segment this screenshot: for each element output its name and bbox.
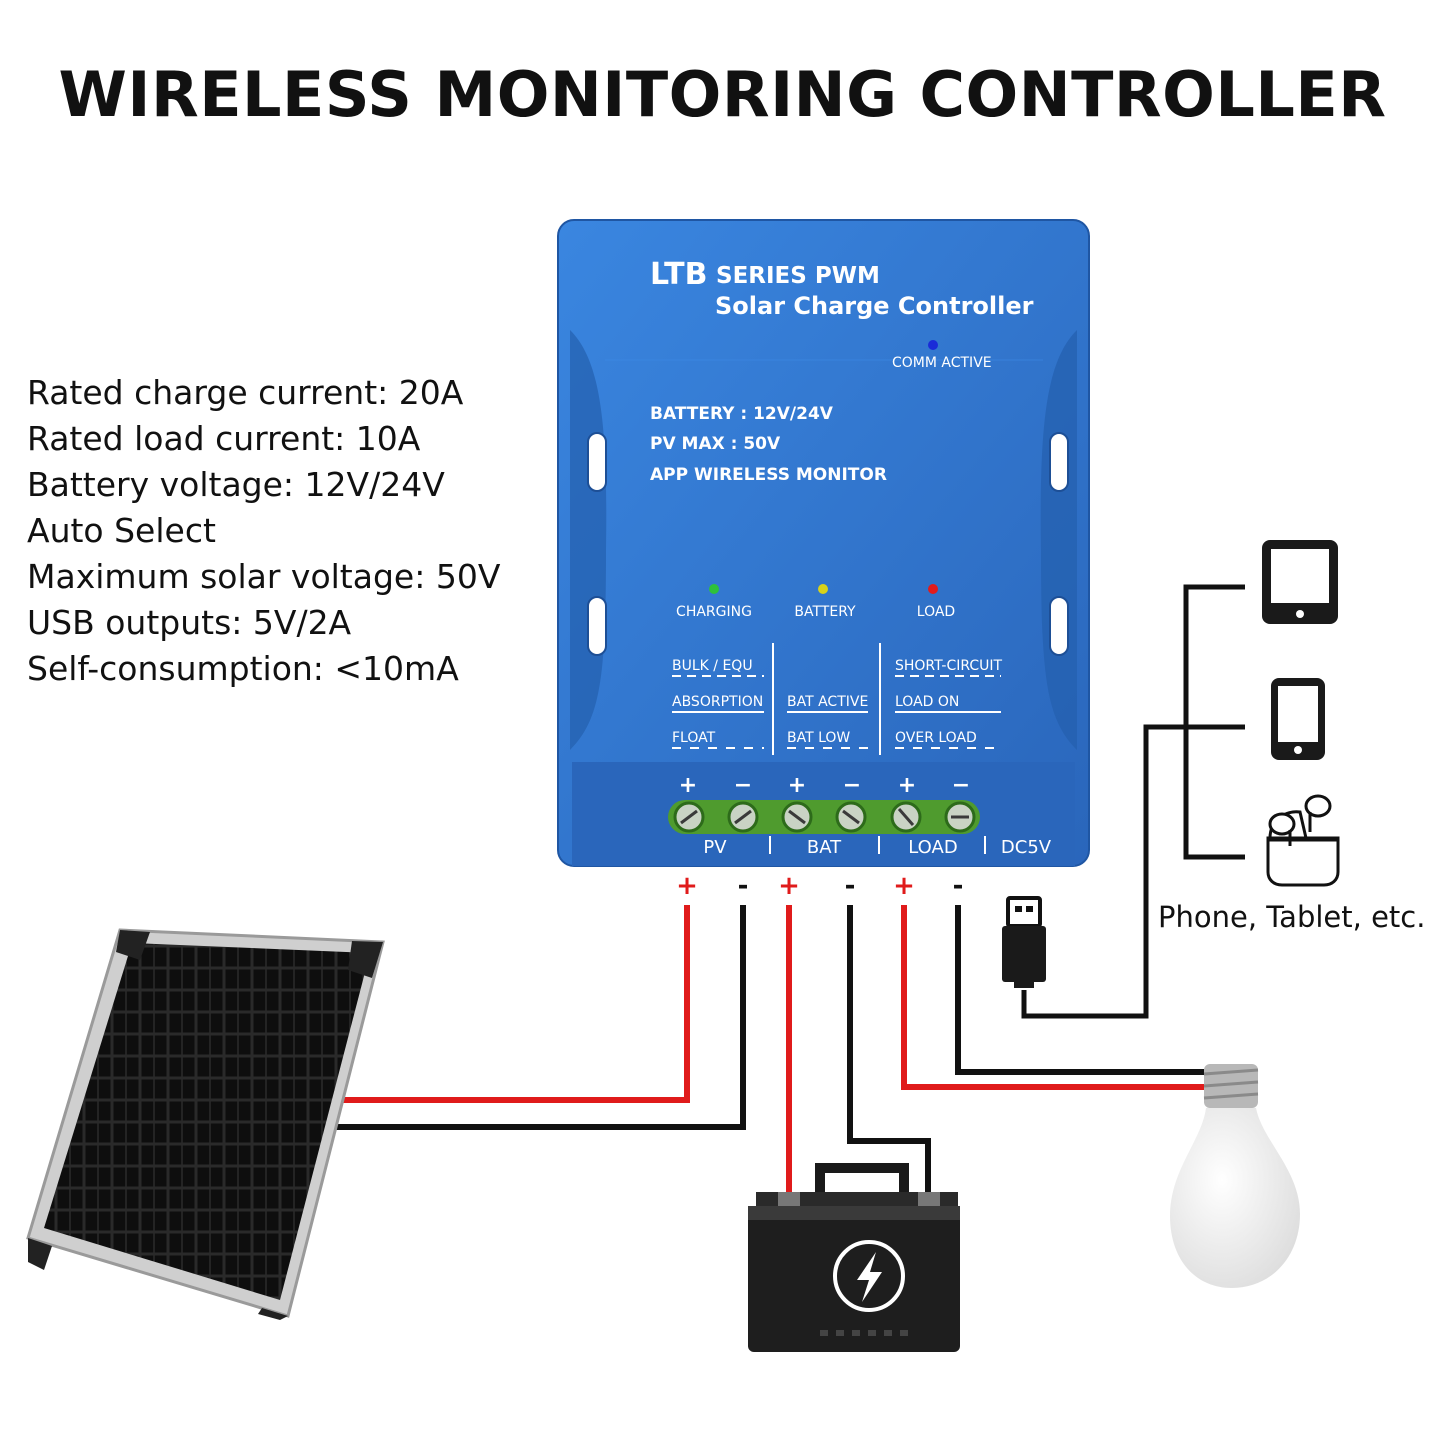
wires	[330, 584, 1245, 1205]
wire-sign: -	[738, 871, 749, 901]
terminal-screws	[673, 801, 976, 833]
terminal-sign: −	[952, 773, 970, 798]
terminal-group-label: LOAD	[908, 837, 957, 858]
phone-icon	[1271, 678, 1325, 760]
wire-sign: -	[953, 871, 964, 901]
spec-item: Battery voltage: 12V/24V	[27, 465, 445, 504]
controller-brand: LTB	[650, 257, 707, 292]
info-line: BATTERY : 12V/24V	[650, 404, 834, 424]
charge-controller: LTB SERIES PWM Solar Charge Controller C…	[557, 219, 1090, 867]
controller-series: SERIES PWM	[716, 263, 880, 289]
indicator-label: CHARGING	[676, 604, 752, 620]
terminal-sign: −	[843, 773, 861, 798]
status-label: BULK / EQU	[672, 658, 753, 674]
comm-label: COMM ACTIVE	[892, 355, 992, 371]
spec-item: Rated charge current: 20A	[27, 373, 464, 412]
screw-icon	[944, 801, 976, 833]
usb-branch	[1183, 584, 1245, 860]
status-label: BAT ACTIVE	[787, 694, 868, 710]
wire-sign: -	[845, 871, 856, 901]
wire-sign: +	[778, 871, 800, 901]
light-bulb-icon	[1170, 1064, 1300, 1288]
screw-icon	[835, 801, 867, 833]
screw-icon	[781, 801, 813, 833]
mounting-slot	[1049, 596, 1069, 656]
battery-negative-wire	[847, 905, 931, 1195]
status-label: FLOAT	[672, 730, 716, 746]
screw-icon	[727, 801, 759, 833]
tablet-icon	[1262, 540, 1338, 624]
status-label: SHORT-CIRCUIT	[895, 658, 1003, 674]
earbuds-case-icon	[1266, 794, 1340, 887]
spec-list: Rated charge current: 20A Rated load cur…	[27, 370, 500, 692]
terminal-sign: +	[679, 773, 697, 798]
terminal-group-label: DC5V	[1001, 837, 1052, 858]
usb-plug-icon	[1002, 896, 1046, 988]
terminal-sign: +	[898, 773, 916, 798]
charging-led-icon	[709, 584, 719, 594]
comm-led-icon	[928, 340, 938, 350]
info-line: PV MAX : 50V	[650, 434, 781, 454]
spec-item: Maximum solar voltage: 50V	[27, 557, 501, 596]
battery-led-icon	[818, 584, 828, 594]
indicator-label: LOAD	[917, 604, 955, 620]
status-label: BAT LOW	[787, 730, 850, 746]
spec-item: Auto Select	[27, 511, 216, 550]
spec-item: USB outputs: 5V/2A	[27, 603, 352, 642]
terminal-sign: +	[788, 773, 806, 798]
terminal-sign: −	[734, 773, 752, 798]
screw-icon	[890, 801, 922, 833]
pv-negative-wire	[330, 905, 746, 1130]
page-title: WIRELESS MONITORING CONTROLLER	[58, 58, 1387, 131]
indicator-label: BATTERY	[794, 604, 856, 620]
mounting-slot	[587, 432, 607, 492]
mounting-slot	[1049, 432, 1069, 492]
wire-sign: +	[676, 871, 698, 901]
status-label: OVER LOAD	[895, 730, 977, 746]
terminal-group-label: PV	[703, 837, 727, 858]
pv-positive-wire	[338, 905, 690, 1103]
battery-icon	[748, 1163, 960, 1352]
terminal-group-label: BAT	[807, 837, 842, 858]
load-negative-wire	[955, 905, 1210, 1075]
wire-signs: + - + - + -	[676, 871, 963, 901]
spec-item: Self-consumption: <10mA	[27, 649, 459, 688]
status-label: LOAD ON	[895, 694, 959, 710]
load-positive-wire	[901, 905, 1210, 1090]
load-led-icon	[928, 584, 938, 594]
spec-item: Rated load current: 10A	[27, 419, 421, 458]
devices-caption: Phone, Tablet, etc.	[1158, 900, 1426, 934]
solar-panel-icon	[26, 928, 385, 1320]
info-line: APP WIRELESS MONITOR	[650, 465, 887, 485]
mounting-slot	[587, 596, 607, 656]
wire-sign: +	[893, 871, 915, 901]
controller-product: Solar Charge Controller	[715, 292, 1034, 320]
screw-icon	[673, 801, 705, 833]
status-label: ABSORPTION	[672, 694, 763, 710]
usb-cable	[1021, 724, 1245, 1019]
